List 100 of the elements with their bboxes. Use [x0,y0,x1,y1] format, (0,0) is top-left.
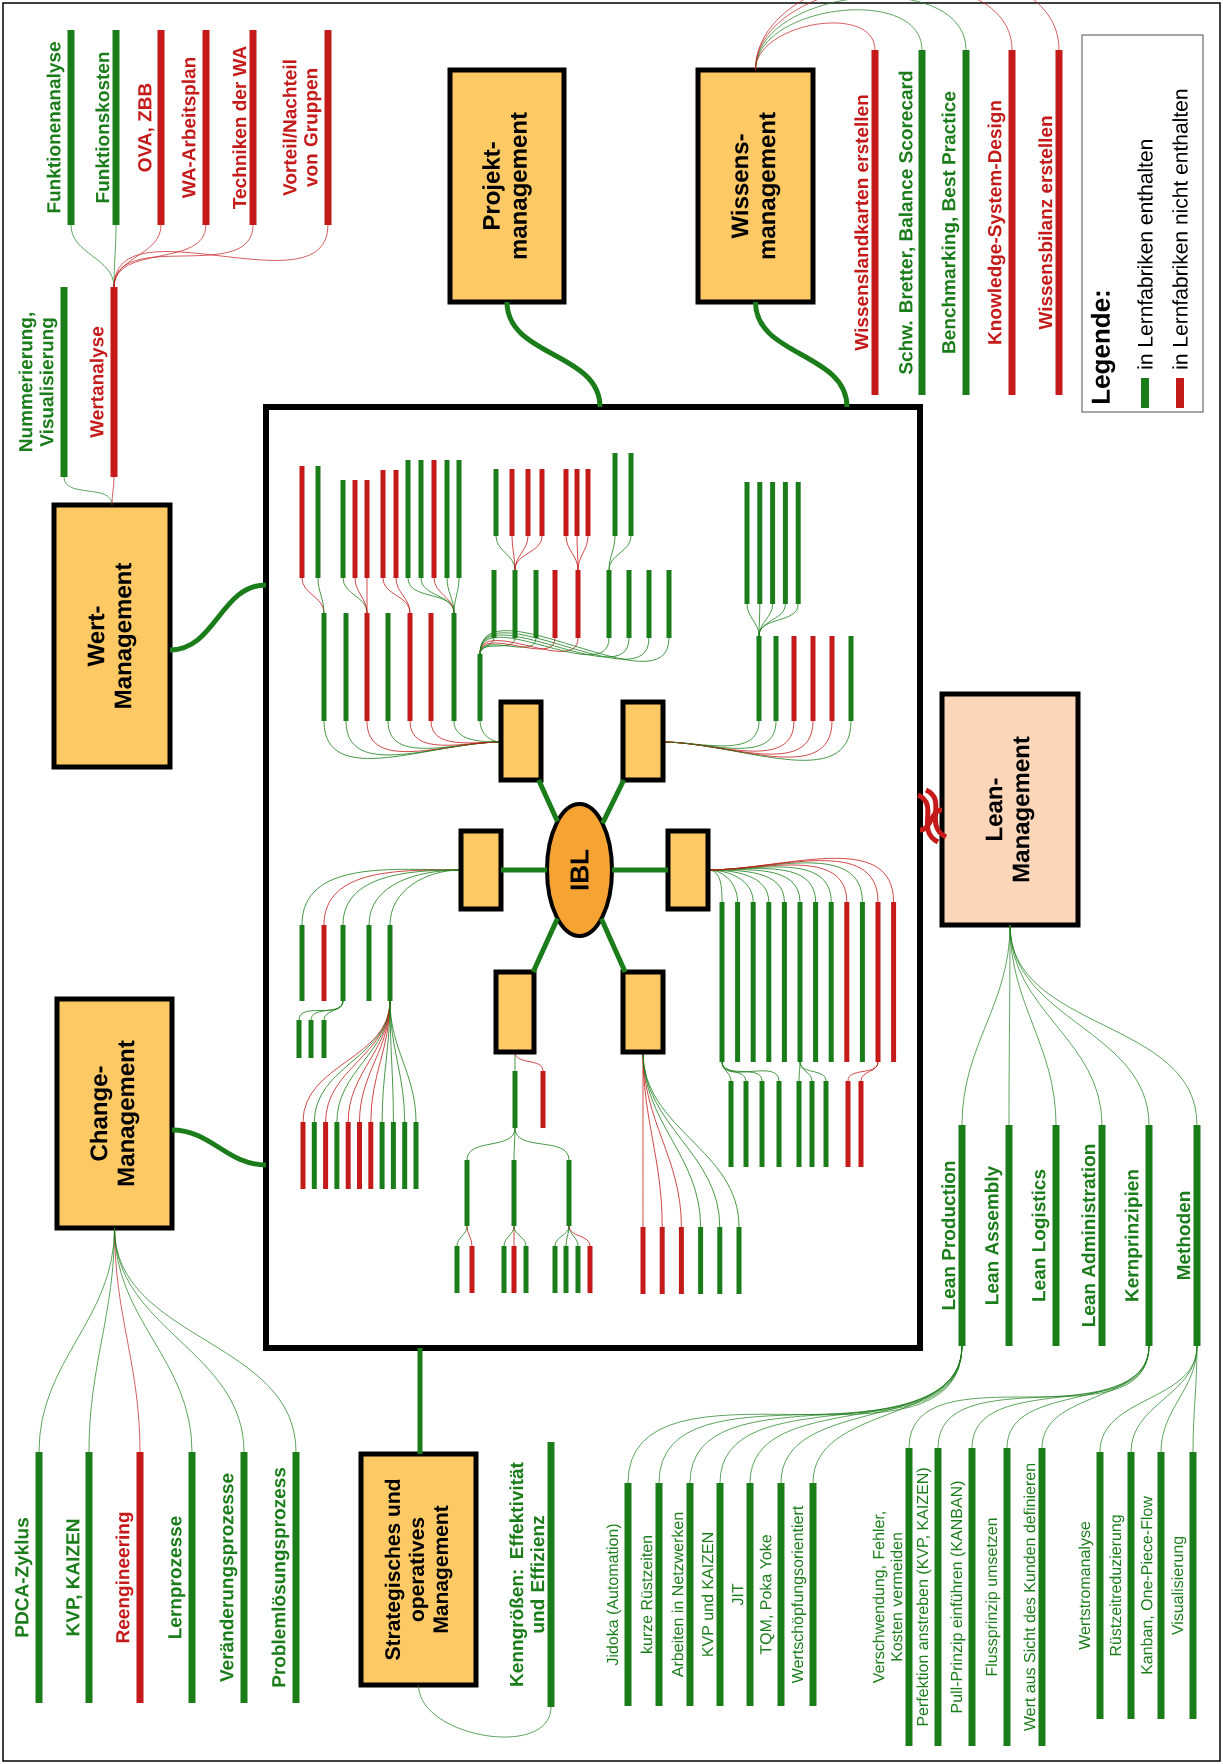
legend-text: in Lernfabriken nicht enthalten [1172,89,1188,369]
connector [113,224,329,288]
labeled-bar: Rüstzeitreduzierung [1109,1452,1135,1719]
node-label: WA-Arbeitsplan [181,57,200,199]
labeled-bar: Methoden [1176,1125,1201,1346]
labeled-bar: Perfektion anstreben (KVP, KAIZEN) [916,1448,942,1746]
labeled-bar: Schw. Bretter, Balance Scorecard [898,50,926,395]
labeled-bar: OVA, ZBB [138,30,165,225]
labeled-bar: Kernprinzipien [1124,1125,1153,1346]
management-box: Wissens-management [695,67,816,305]
node-label: Schw. Bretter, Balance Scorecard [898,71,916,375]
frame-box [263,404,923,1351]
labeled-bar: Funktionskosten [95,30,120,225]
labeled-bar: Lean Production [941,1125,966,1346]
node-label: Wert aus Sicht des Kunden definieren [1023,1463,1036,1732]
labeled-bar: Jidoka (Automation) [606,1483,632,1706]
management-box: Projekt-management [447,67,567,305]
node-label: Lean Assembly [984,1165,1003,1304]
labeled-bar: Funktionenanalyse [46,30,75,225]
node-label: Arbeiten in Netzwerken [671,1512,684,1678]
node-label: Lernprozesse [168,1516,186,1638]
labeled-bar: Vorteil/Nachteil von Gruppen [282,30,332,225]
connector [599,917,628,973]
ellipse-node: IBL [545,802,614,938]
connector [812,1345,963,1484]
labeled-bar: Lean Logistics [1031,1125,1060,1346]
node-label: Jidoka (Automation) [606,1524,622,1666]
management-box: Change-Management [54,996,175,1231]
node-label: Pull-Prinzip einführen (KANBAN) [950,1481,966,1713]
node-label: Wissenslandkarten erstellen [854,95,869,351]
node-label: Kenngrößen: Effektivität und Effizienz [509,1462,545,1686]
node-label: Wertschöpfungsorientiert [791,1505,807,1684]
node-label: JIT [732,1583,744,1606]
node-label: Reengineering [115,1512,134,1643]
connector [417,1348,423,1454]
node-label: Benchmarking, Best Practice [941,91,960,353]
labeled-bar: JIT [732,1483,754,1706]
empty-box [458,828,504,912]
labeled-bar: Wertanalyse [89,287,118,477]
labeled-bar: Kenngrößen: Effektivität und Effizienz [509,1442,555,1707]
node-label: KVP und KAIZEN [701,1533,714,1656]
connector [1192,1345,1198,1453]
labeled-bar: TQM, Poka Yoke [759,1483,785,1706]
connector [530,917,560,973]
labeled-bar: Flussprinzip umsetzen [985,1448,1011,1746]
labeled-bar: Verschwendung, Fehler, Kosten vermeiden [872,1448,913,1746]
labeled-bar: Techniken der WA [232,30,257,225]
connector [612,867,668,873]
labeled-bar: Arbeiten in Netzwerken [671,1483,694,1706]
node-label: Lean Logistics [1031,1169,1050,1301]
management-box: Lean-Management [939,691,1081,928]
labeled-bar: KVP, KAIZEN [66,1452,93,1703]
connector [1041,1345,1150,1449]
node-label: OVA, ZBB [138,83,155,172]
connector [755,0,1060,71]
connector [111,476,115,506]
node-label: Knowledge-System-Design [987,101,1006,344]
connector [114,1227,297,1453]
labeled-bar: Visualisierung [1171,1452,1197,1719]
node-label: Nummerierung, Visualisierung [18,313,58,451]
labeled-bar: Nummerierung, Visualisierung [18,287,68,477]
node-label: Kernprinzipien [1124,1170,1143,1301]
labeled-bar: kurze Rüstzeiten [640,1483,663,1706]
labeled-bar: WA-Arbeitsplan [181,30,210,225]
labeled-bar: Knowledge-System-Design [987,50,1016,395]
node-label: Wertanalyse [89,326,108,438]
node-label: Wertstromanalyse [1078,1521,1094,1650]
labeled-bar: Lean Administration [1081,1125,1106,1346]
empty-box [620,969,666,1055]
node-label: Problemlösungsprozess [271,1467,290,1687]
legend-title: Legende: [1090,291,1116,404]
labeled-bar: Lean Assembly [984,1125,1013,1346]
management-box: Strategisches und operatives Management [358,1451,479,1688]
node-label: Lean Administration [1081,1144,1096,1327]
connector [501,867,547,873]
labeled-bar: Reengineering [115,1452,144,1703]
legend-text: in Lernfabriken enthalten [1137,140,1153,369]
labeled-bar: Wissenslandkarten erstellen [854,50,879,395]
node-label: Lean Production [941,1161,956,1310]
connector [916,787,948,845]
labeled-bar: Lernprozesse [168,1452,196,1703]
connector [169,582,267,653]
node-label: PDCA-Zyklus [14,1518,33,1637]
node-label: Wissensbilanz erstellen [1038,116,1053,330]
connector [753,301,850,408]
empty-box [498,699,544,783]
node-label: Kanban, One-Piece-Flow [1140,1496,1155,1674]
node-label: Methoden [1176,1191,1191,1280]
labeled-bar: Wert aus Sicht des Kunden definieren [1023,1448,1046,1746]
labeled-bar: Problemlösungsprozess [271,1452,300,1703]
labeled-bar: Wissensbilanz erstellen [1038,50,1063,395]
labeled-bar: Veränderungsprozesse [219,1452,248,1703]
labeled-bar: Wertschöpfungsorientiert [791,1483,817,1706]
node-label: Techniken der WA [232,46,247,209]
node-label: Vorteil/Nachteil von Gruppen [282,60,322,196]
node-label: Perfektion anstreben (KVP, KAIZEN) [916,1468,932,1726]
labeled-bar: Wertstromanalyse [1078,1452,1104,1719]
empty-box [493,969,537,1055]
node-label: Rüstzeitreduzierung [1109,1515,1125,1656]
connector [536,778,560,823]
